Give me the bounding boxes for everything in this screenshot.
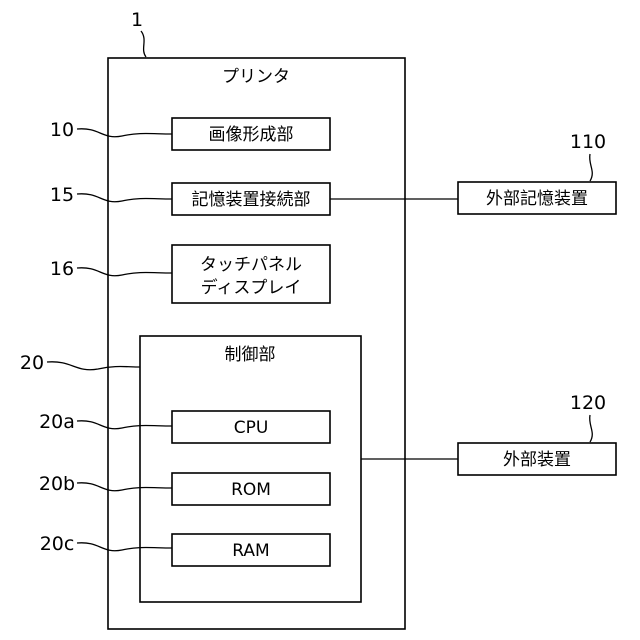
ref-label-20b: 20b — [39, 473, 75, 495]
ref-label-120: 120 — [570, 392, 606, 414]
ref-label-10: 10 — [50, 119, 74, 141]
external-storage-label: 外部記憶装置 — [486, 189, 588, 209]
ref-label-20: 20 — [20, 352, 44, 374]
rom-label: ROM — [231, 480, 271, 500]
component-label-touch-panel-line1: タッチパネル — [200, 255, 302, 275]
ref-label-110: 110 — [570, 131, 606, 153]
ref-label-16: 16 — [50, 258, 74, 280]
leader-line-110 — [590, 154, 593, 181]
ref-label-20a: 20a — [39, 411, 75, 433]
external-device-label: 外部装置 — [503, 450, 571, 470]
component-label-image-forming: 画像形成部 — [209, 125, 294, 145]
cpu-label: CPU — [234, 418, 269, 438]
ref-label-15: 15 — [50, 184, 74, 206]
component-label-storage-connector: 記憶装置接続部 — [192, 190, 311, 210]
component-label-touch-panel-line2: ディスプレイ — [201, 277, 302, 298]
ram-label: RAM — [232, 541, 269, 561]
leader-line-1 — [141, 31, 146, 57]
controller-title: 制御部 — [225, 345, 276, 365]
leader-line-120 — [590, 415, 593, 442]
ref-label-1: 1 — [131, 9, 143, 31]
printer-title: プリンタ — [222, 67, 290, 87]
ref-label-20c: 20c — [40, 533, 75, 555]
